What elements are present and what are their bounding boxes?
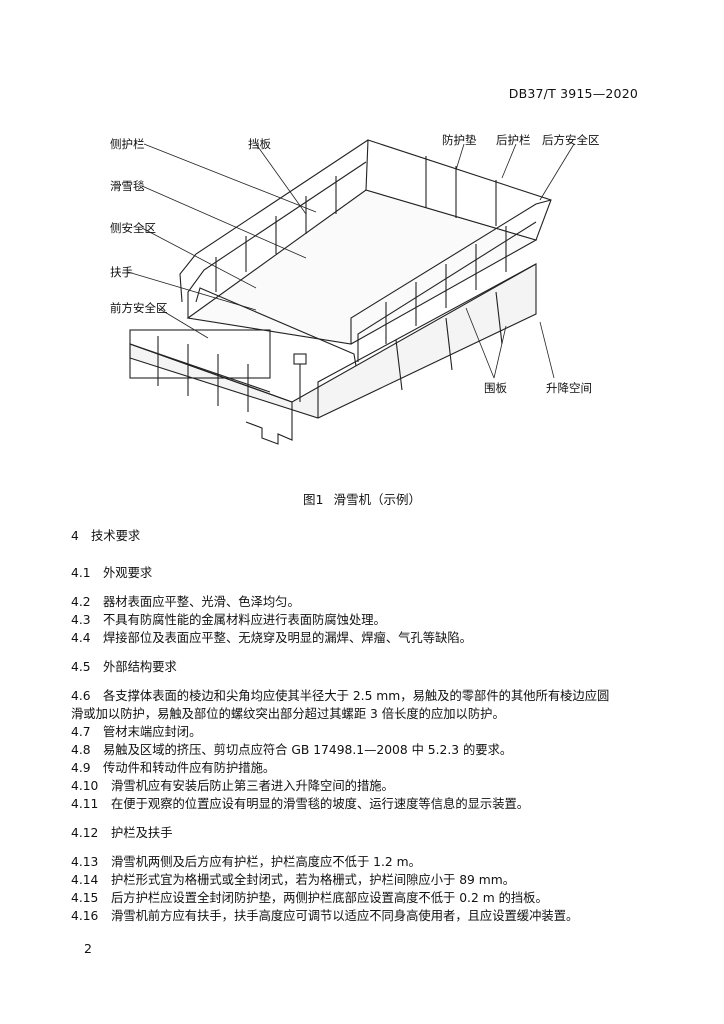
label-side-safety-zone: 侧安全区 xyxy=(110,221,156,235)
label-ski-carpet: 滑雪毯 xyxy=(110,179,145,193)
figure-caption: 图1 滑雪机（示例） xyxy=(0,489,724,508)
standard-code: DB37/T 3915—2020 xyxy=(508,86,638,101)
steps xyxy=(245,420,293,445)
label-handrail: 扶手 xyxy=(110,265,133,279)
ski-machine-figure: 侧护栏 挡板 防护垫 后护栏 后方安全区 滑雪毯 侧安全区 扶手 前方安全区 围… xyxy=(96,122,616,452)
label-rear-safety-zone: 后方安全区 xyxy=(542,133,600,147)
label-front-safety-zone: 前方安全区 xyxy=(110,301,168,315)
caption-number: 图1 xyxy=(303,492,324,507)
label-rear-guardrail: 后护栏 xyxy=(496,133,531,147)
label-guard-pad: 防护垫 xyxy=(442,133,477,147)
label-lift-space: 升降空间 xyxy=(546,381,592,395)
caption-title: 滑雪机（示例） xyxy=(333,492,421,507)
ski-machine-drawing xyxy=(127,139,575,445)
clause-4-6-cont: 滑或加以防护，易触及部位的螺纹突出部分超过其螺距 3 倍长度的应加以防护。 xyxy=(71,707,505,721)
label-baffle: 挡板 xyxy=(248,137,271,151)
label-side-guardrail: 侧护栏 xyxy=(110,137,145,151)
page-number: 2 xyxy=(84,941,92,956)
handrail-drawing xyxy=(195,287,357,367)
label-skirting: 围板 xyxy=(484,381,507,395)
